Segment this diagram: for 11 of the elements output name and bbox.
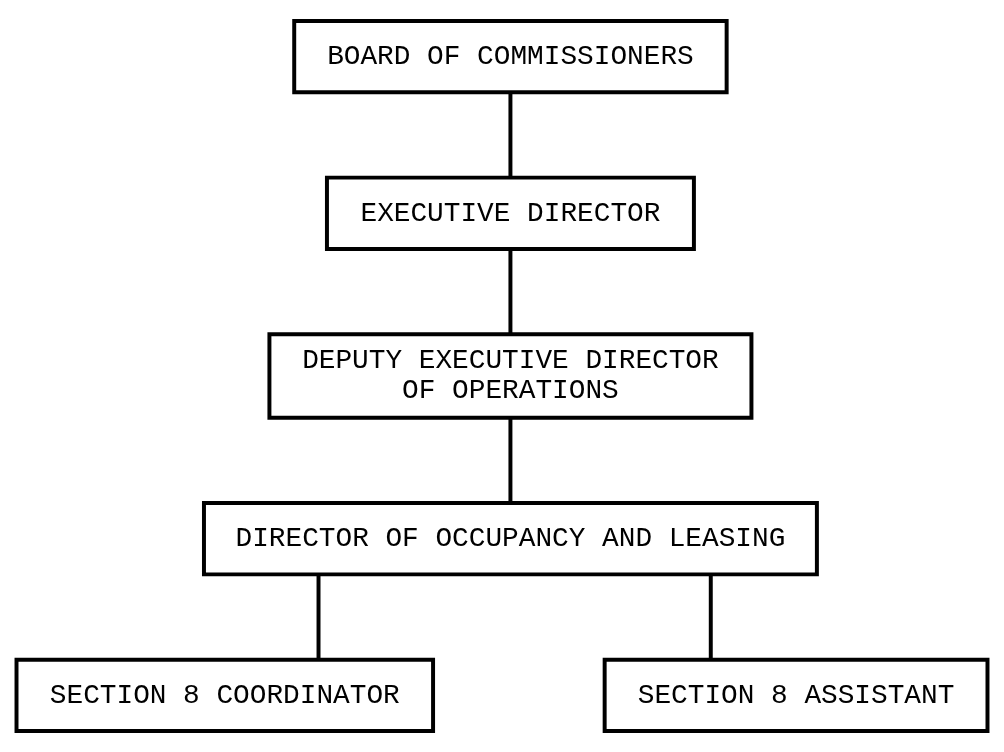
node-box: EXECUTIVE DIRECTOR <box>324 175 696 252</box>
connector <box>316 575 321 660</box>
node-box: DIRECTOR OF OCCUPANCY AND LEASING <box>201 500 819 577</box>
connector <box>508 417 513 503</box>
node-box: SECTION 8 COORDINATOR <box>14 657 436 734</box>
connector <box>508 249 513 335</box>
connector <box>508 93 513 178</box>
connector <box>708 575 713 660</box>
node-box: DEPUTY EXECUTIVE DIRECTOR OF OPERATIONS <box>267 332 754 420</box>
node-box: SECTION 8 ASSISTANT <box>602 657 990 734</box>
node-box: BOARD OF COMMISSIONERS <box>292 18 729 95</box>
